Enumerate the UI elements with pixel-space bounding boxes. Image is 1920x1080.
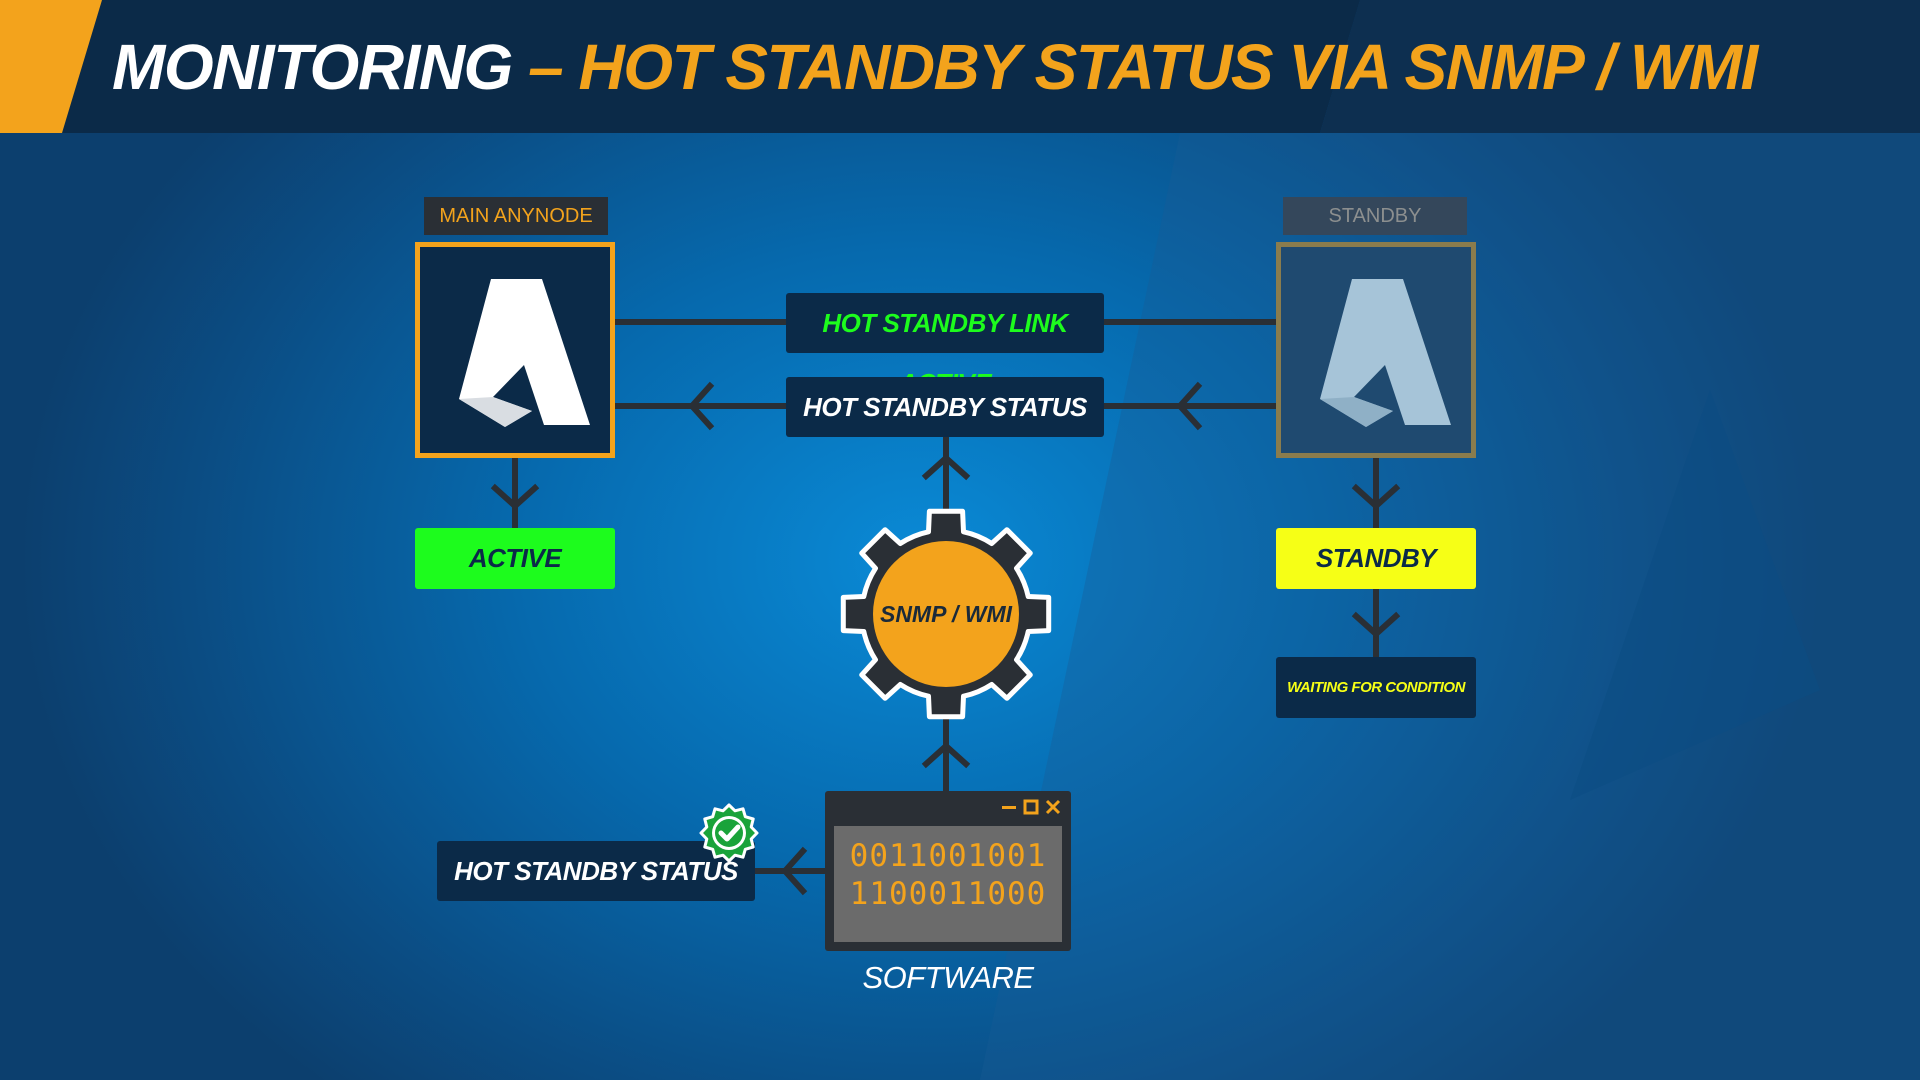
main-node-box[interactable]	[415, 242, 615, 458]
page-title: MONITORING – HOT STANDBY STATUS VIA SNMP…	[112, 22, 1758, 112]
window-controls	[1001, 797, 1061, 817]
title-left: MONITORING	[112, 31, 513, 103]
software-window[interactable]: 0011001001 1100011000	[825, 791, 1071, 951]
header: MONITORING – HOT STANDBY STATUS VIA SNMP…	[0, 0, 1920, 133]
anynode-logo-icon	[1320, 279, 1451, 427]
anynode-logo-icon	[459, 279, 590, 427]
software-label: SOFTWARE	[862, 960, 1034, 995]
gear-label: SNMP / WMI	[879, 601, 1013, 627]
binary-line: 1100011000	[849, 876, 1047, 912]
title-right: HOT STANDBY STATUS VIA SNMP / WMI	[578, 31, 1758, 103]
hot-standby-status-label: HOT STANDBY STATUS	[786, 377, 1104, 437]
title-separator: –	[528, 31, 564, 103]
check-badge-icon	[699, 803, 759, 863]
standby-status: STANDBY	[1276, 528, 1476, 589]
maximize-icon[interactable]	[1023, 799, 1039, 815]
binary-line: 0011001001	[849, 838, 1047, 874]
minimize-icon[interactable]	[1001, 799, 1017, 815]
main-status-active: ACTIVE	[415, 528, 615, 589]
standby-node-box[interactable]	[1276, 242, 1476, 458]
software-hot-standby-status: HOT STANDBY STATUS	[437, 841, 755, 901]
header-bar-right	[1320, 0, 1920, 133]
hot-standby-link-label: HOT STANDBY LINK ACTIVE	[786, 293, 1104, 398]
standby-node-tag: STANDBY ANYNODE	[1283, 197, 1467, 265]
standby-condition: WAITING FOR CONDITION	[1276, 657, 1476, 718]
close-icon[interactable]	[1045, 799, 1061, 815]
header-bar	[60, 0, 1360, 133]
snmp-wmi-gear: SNMP / WMI	[835, 503, 1057, 725]
software-screen: 0011001001 1100011000	[834, 826, 1062, 942]
gear-icon	[840, 508, 1052, 720]
main-node-tag: MAIN ANYNODE	[424, 197, 608, 235]
